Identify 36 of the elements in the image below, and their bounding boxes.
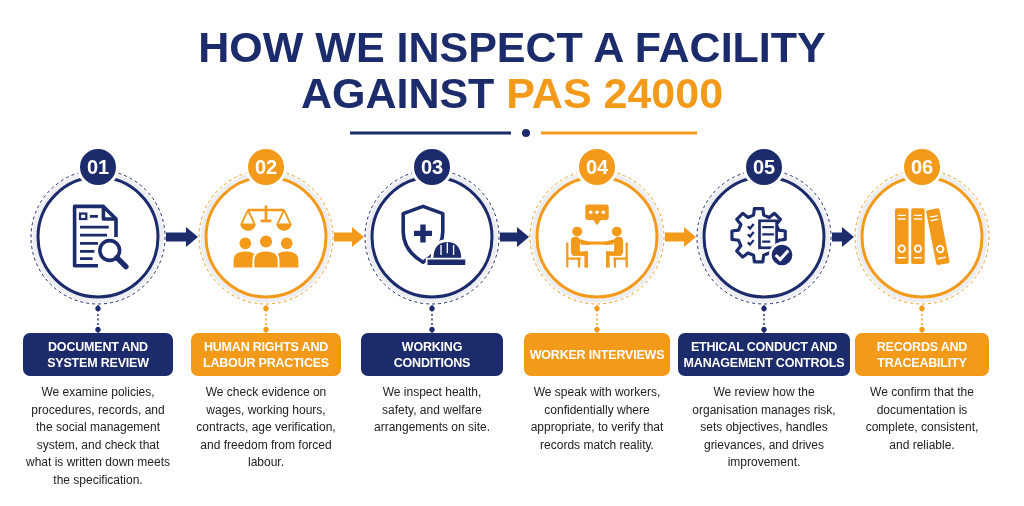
step-description: We inspect health, safety, and welfare arrangements on site.	[372, 384, 492, 436]
dotted-connector	[919, 304, 925, 334]
step-circle	[529, 146, 665, 305]
arrow	[665, 227, 696, 247]
step-heading: WORKING CONDITIONS	[361, 333, 503, 376]
title: HOW WE INSPECT A FACILITY AGAINST PAS 24000	[197, 24, 827, 116]
step-circle	[696, 146, 832, 305]
step-circle	[854, 146, 990, 305]
step-circle	[30, 146, 166, 305]
arrow	[334, 227, 364, 247]
arrow	[832, 227, 854, 247]
step-description: We confirm that the documentation is complete, consistent, and reliable.	[864, 384, 980, 454]
step-description: We speak with workers, confidentially where appropriate, to verify that records match reality.	[529, 384, 665, 454]
step-number: 02	[245, 146, 287, 188]
step-description: We check evidence on wages, working hours, contracts, age verification, and freedom from forced labour.	[195, 384, 337, 471]
step-circle	[198, 146, 334, 305]
dotted-connector	[429, 304, 435, 334]
step-heading: DOCUMENT AND SYSTEM REVIEW	[23, 333, 173, 376]
step-number: 03	[411, 146, 453, 188]
step-description: We examine policies, procedures, records, and the social management system, and check that what is written down meets the specification.	[24, 384, 172, 489]
step-number: 04	[576, 146, 618, 188]
arrow	[166, 227, 198, 247]
step-number: 05	[743, 146, 785, 188]
step-heading: RECORDS AND TRACEABILITY	[855, 333, 989, 376]
dotted-connector	[594, 304, 600, 334]
step-heading: ETHICAL CONDUCT AND MANAGEMENT CONTROLS	[678, 333, 850, 376]
step-number: 06	[901, 146, 943, 188]
step-heading: WORKER INTERVIEWS	[524, 333, 670, 376]
step-circle	[364, 146, 500, 305]
step-number: 01	[77, 146, 119, 188]
dotted-connector	[95, 304, 101, 334]
dotted-connector	[263, 304, 269, 334]
arrow	[500, 227, 529, 247]
step-description: We review how the organisation manages risk, sets objectives, handles grievances, and drives improvement.	[691, 384, 837, 471]
step-heading: HUMAN RIGHTS AND LABOUR PRACTICES	[191, 333, 341, 376]
dotted-connector	[761, 304, 767, 334]
